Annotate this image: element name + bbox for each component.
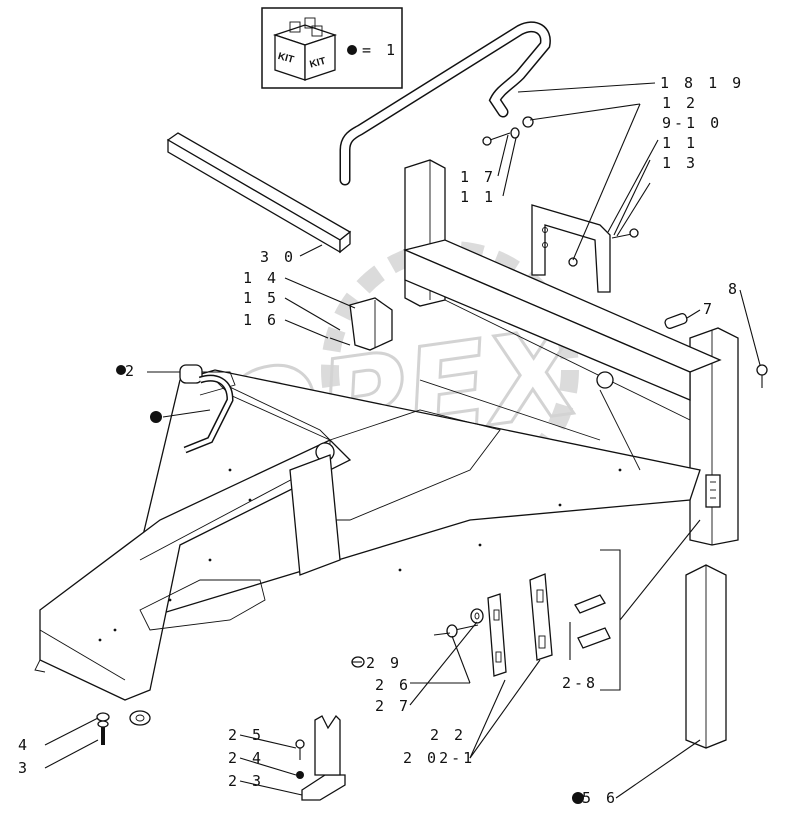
- bracket-plate: [531, 204, 639, 293]
- bolt-washer-group: [482, 116, 534, 146]
- bullet-icon: [572, 792, 584, 804]
- callout-15: 1 5: [243, 289, 279, 307]
- bent-rod-part: [339, 21, 551, 186]
- callout-28: 2-8: [562, 674, 598, 692]
- callout-27: 2 7: [375, 697, 411, 715]
- callout-30: 3 0: [260, 248, 296, 266]
- pipe-part-2: [179, 364, 236, 454]
- plate-part-2021: [529, 573, 553, 661]
- kit-box-icon: KIT KIT: [272, 17, 338, 81]
- callout-3: 3: [18, 759, 30, 777]
- label-connectors: [239, 661, 362, 796]
- callout-22: 2 2: [430, 726, 466, 744]
- plate-part-22: [487, 593, 507, 677]
- callout-910: 9-1 0: [662, 114, 722, 132]
- bar-part-30: [166, 132, 352, 254]
- callout-16: 1 6: [243, 311, 279, 329]
- callout-11-top: 1 1: [662, 134, 698, 152]
- bullet-icon: [116, 365, 126, 375]
- bullet-icon: [347, 45, 357, 55]
- kit-label-left: KIT: [277, 51, 295, 66]
- callout-11-mid: 1 1: [460, 188, 496, 206]
- main-frame: [34, 159, 739, 726]
- kit-legend: KIT KIT = 1: [261, 7, 403, 89]
- callout-17: 1 7: [460, 168, 496, 186]
- latch-part: [705, 474, 721, 508]
- kit-legend-text: = 1: [362, 41, 398, 59]
- callout-12: 1 2: [662, 94, 698, 112]
- callout-8: 8: [728, 280, 740, 298]
- kit-label-right: KIT: [309, 56, 327, 71]
- column-part-56: [685, 564, 727, 749]
- callout-13: 1 3: [662, 154, 698, 172]
- callout-23: 2 3: [228, 772, 264, 790]
- callout-2: 2: [125, 362, 137, 380]
- callout-4: 4: [18, 736, 30, 754]
- callout-2021: 2 02-1: [403, 749, 475, 767]
- callout-25: 2 5: [228, 726, 264, 744]
- housing-part-14: [329, 297, 393, 351]
- callout-labels: 1 8 1 9 1 2 9-1 0 1 1 1 3 1 7 1 1 3 0 1 …: [18, 74, 744, 807]
- bolt-part-8: [756, 364, 768, 388]
- bullet-icon: [150, 411, 162, 423]
- callout-26: 2 6: [375, 676, 411, 694]
- bolt-part-25: [295, 739, 305, 779]
- bracket-part-23: [301, 714, 346, 801]
- leader-lines: [44, 82, 761, 799]
- washer-part-27: [470, 608, 484, 624]
- pin-part-7: [664, 313, 688, 329]
- callout-24: 2 4: [228, 749, 264, 767]
- bolt-part-3: [96, 712, 110, 745]
- callout-1819: 1 8 1 9: [660, 74, 744, 92]
- callout-7: 7: [703, 300, 715, 318]
- callout-56: 5 6: [582, 789, 618, 807]
- callout-14: 1 4: [243, 269, 279, 287]
- pad-part-28: [574, 594, 611, 649]
- callout-29: 2 9: [366, 654, 402, 672]
